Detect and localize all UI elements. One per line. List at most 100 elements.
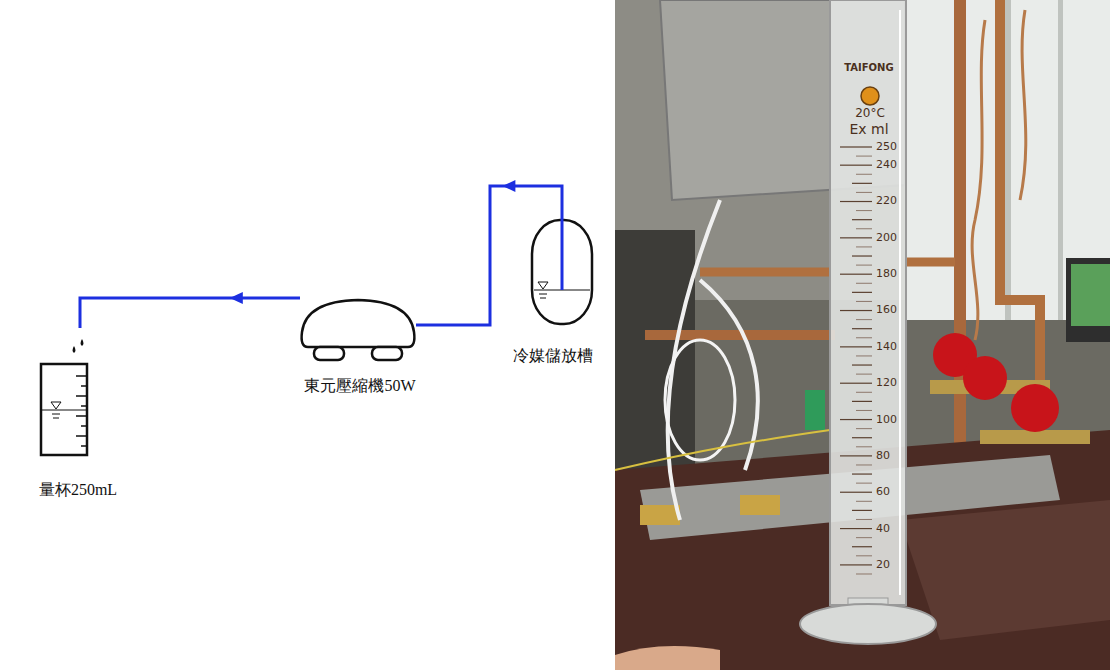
- photo-ground: [615, 0, 1110, 670]
- cup-tick: [76, 395, 87, 397]
- cup-tick: [81, 385, 87, 387]
- level-symbol: [51, 402, 61, 409]
- tick: [840, 564, 872, 565]
- tick: [856, 337, 872, 338]
- tick: [856, 555, 872, 556]
- cup-tick: [76, 435, 87, 437]
- cup-tick: [81, 405, 87, 407]
- level-mark: [53, 418, 59, 419]
- tick: [840, 419, 872, 420]
- brand-logo: [861, 87, 879, 105]
- cup-tick: [81, 445, 87, 447]
- copper-tube: [972, 20, 985, 340]
- wire-loop: [665, 340, 735, 460]
- tick: [840, 310, 872, 311]
- copper-pipe: [954, 0, 966, 470]
- tick: [840, 165, 872, 166]
- monitor: [1066, 258, 1110, 342]
- brass-terminal: [640, 505, 680, 525]
- drop: [73, 346, 76, 353]
- scale-number: 20: [876, 559, 890, 571]
- glass-highlight: [899, 10, 901, 595]
- brass-terminal: [740, 495, 780, 515]
- red-valve: [963, 356, 1007, 400]
- drop: [81, 339, 84, 346]
- tick: [856, 464, 872, 465]
- tick: [856, 428, 872, 429]
- window-frame: [1005, 0, 1011, 320]
- tick: [840, 528, 872, 529]
- cup-tick: [76, 415, 87, 417]
- tick: [856, 319, 872, 320]
- scale-number: 140: [876, 341, 897, 353]
- yellow-wire: [615, 430, 830, 470]
- tick: [852, 219, 872, 220]
- tick: [852, 510, 872, 511]
- cylinder-marking: TAIFONG: [844, 62, 893, 73]
- tick: [856, 573, 872, 574]
- copper-pipe: [1000, 0, 1040, 420]
- glass-cylinder: [830, 0, 906, 605]
- level-mark: [540, 298, 546, 299]
- component-symbol: [530, 218, 594, 326]
- tick: [852, 328, 872, 329]
- tick: [856, 174, 872, 175]
- tick: [856, 246, 872, 247]
- component: 冷媒儲放槽: [530, 218, 594, 326]
- white-wire: [668, 200, 720, 520]
- dip-pipe: [561, 218, 564, 290]
- tick: [840, 455, 872, 456]
- tick: [840, 492, 872, 493]
- tick: [852, 546, 872, 547]
- tick: [852, 255, 872, 256]
- component: 量杯250mL: [38, 362, 90, 457]
- terminal-block: [805, 390, 825, 430]
- component-label: 冷媒儲放槽: [513, 346, 593, 365]
- red-valve: [1011, 384, 1059, 432]
- pipe-connector: [80, 292, 300, 328]
- tick: [852, 473, 872, 474]
- scale-number: 40: [876, 523, 890, 535]
- scale-number: 240: [876, 159, 897, 171]
- scale-number: 100: [876, 414, 897, 426]
- component-label: 東元壓縮機50W: [304, 376, 415, 395]
- arrow-head: [230, 292, 243, 304]
- brass-fitting: [980, 430, 1090, 444]
- window-frame: [1058, 0, 1063, 320]
- tick: [856, 446, 872, 447]
- tick: [856, 210, 872, 211]
- tick: [856, 519, 872, 520]
- tick: [840, 146, 872, 147]
- scale-number: 120: [876, 377, 897, 389]
- cup-tick: [76, 375, 87, 377]
- cylinder-base: [800, 604, 936, 644]
- tick: [852, 364, 872, 365]
- tick: [852, 183, 872, 184]
- component-symbol: [300, 297, 416, 363]
- tick: [856, 283, 872, 284]
- component-label: 量杯250mL: [39, 480, 117, 499]
- copper-pipe: [700, 268, 830, 277]
- cup-outline: [41, 364, 87, 455]
- scale-number: 80: [876, 450, 890, 462]
- cup-tick: [81, 425, 87, 427]
- tick: [840, 274, 872, 275]
- pipe-line: [80, 298, 300, 328]
- scale-number: 220: [876, 195, 897, 207]
- level-mark: [52, 414, 60, 415]
- monitor-screen: [1071, 264, 1110, 326]
- cylinder-marking: 20°C: [855, 107, 885, 120]
- component-symbol: [38, 362, 90, 457]
- scale-number: 200: [876, 232, 897, 244]
- white-wire: [700, 280, 758, 470]
- liquid-level: [41, 410, 87, 411]
- hand: [615, 646, 720, 670]
- tick: [852, 401, 872, 402]
- component: 東元壓縮機50W: [300, 297, 416, 363]
- tick: [840, 201, 872, 202]
- scale-number: 180: [876, 268, 897, 280]
- tick: [856, 228, 872, 229]
- tick: [856, 537, 872, 538]
